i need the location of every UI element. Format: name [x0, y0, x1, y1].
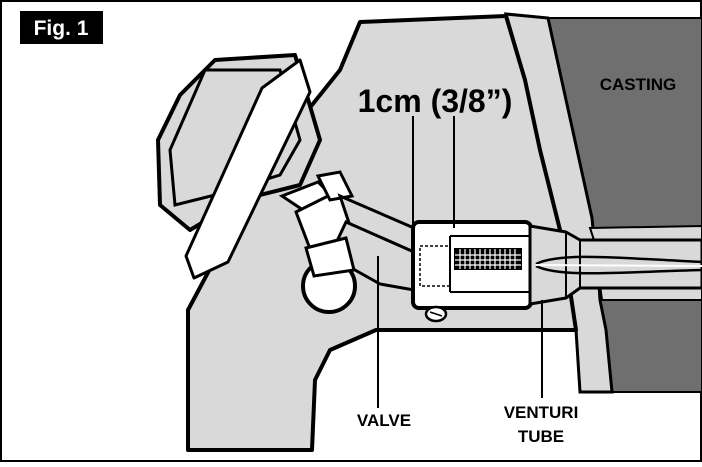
fig-label-box: Fig. 1 [20, 11, 103, 44]
measurement-dimension-lines [412, 116, 455, 228]
valve-knob [156, 53, 322, 280]
measurement-label: 1cm (3/8”) [358, 83, 513, 119]
valve-stem [278, 170, 416, 314]
venturi-label-line2: TUBE [518, 427, 564, 446]
venturi-label-line1: VENTURI [504, 403, 579, 422]
casting-label: CASTING [600, 75, 677, 94]
orifice-grill [454, 248, 522, 270]
valve-outlet-fitting [411, 220, 533, 323]
leader-lines [377, 256, 543, 408]
valve-label: VALVE [357, 411, 411, 430]
fig-label: Fig. 1 [34, 17, 89, 40]
